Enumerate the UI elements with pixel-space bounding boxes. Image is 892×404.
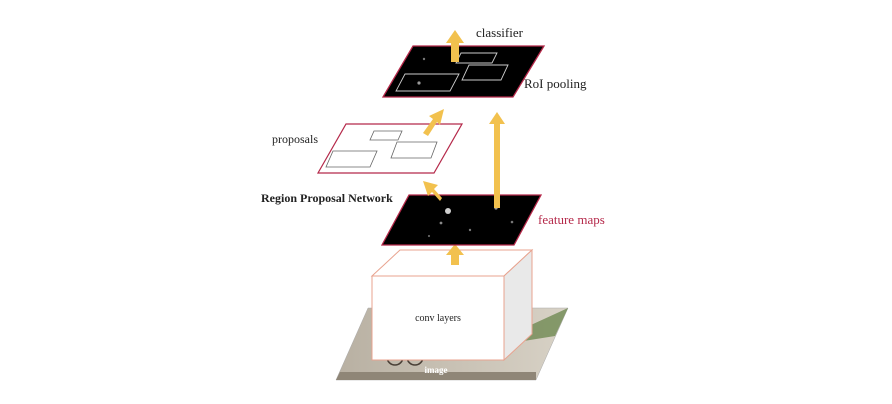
conv-layers-label: conv layers — [415, 313, 461, 324]
feature-maps-label: feature maps — [538, 212, 605, 227]
rpn-label: Region Proposal Network — [261, 191, 393, 205]
feature-maps-plane — [380, 194, 543, 246]
proposals-label: proposals — [272, 132, 318, 146]
image-label: image — [425, 365, 448, 375]
arrow-feature-to-roi-icon — [489, 112, 505, 208]
arrow-conv-to-feature-icon — [446, 244, 464, 265]
classifier-label: classifier — [476, 25, 524, 40]
conv-layers-box: conv layers — [370, 248, 534, 362]
proposals-plane — [316, 123, 464, 174]
arrow-roi-to-classifier-icon — [446, 30, 464, 62]
roi-pooling-plane — [381, 45, 546, 98]
roi-pooling-label: RoI pooling — [524, 76, 587, 91]
arrow-proposals-to-roi-icon — [423, 109, 444, 136]
arrow-rpn-to-proposals-icon — [423, 181, 442, 201]
